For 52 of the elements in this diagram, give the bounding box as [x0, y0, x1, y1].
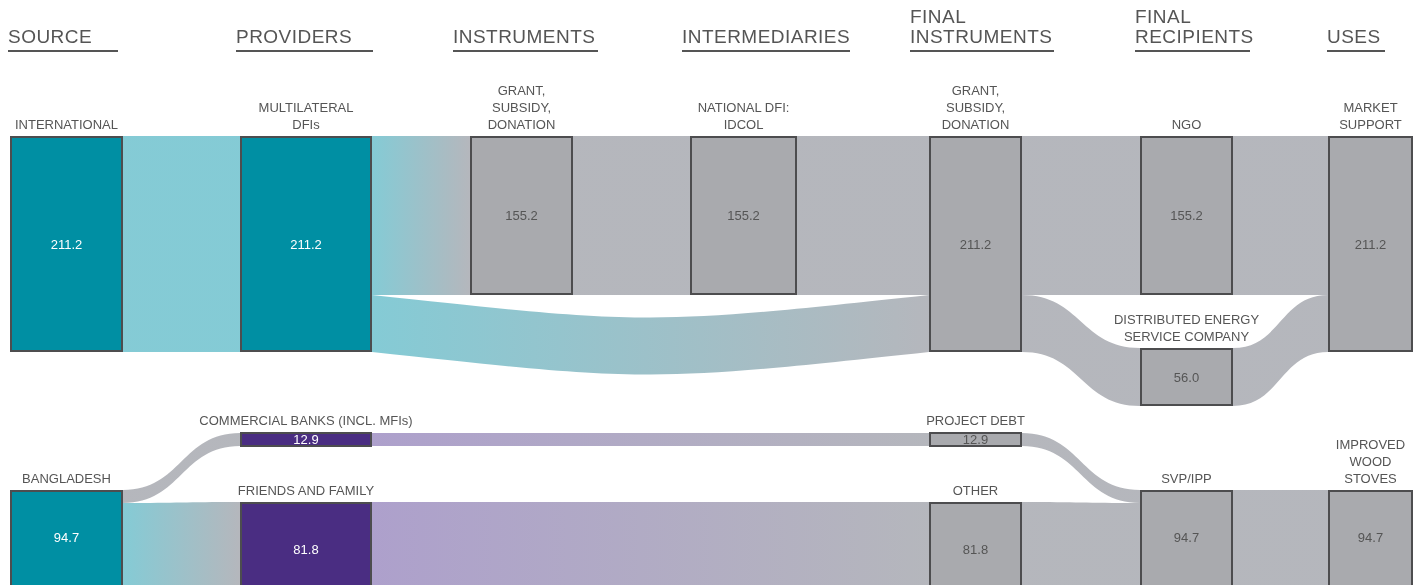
node-value: 211.2: [1354, 237, 1387, 251]
flow-band: [372, 295, 929, 375]
column-heading: SOURCE: [8, 27, 118, 52]
column-heading: INTERMEDIARIES: [682, 27, 850, 52]
node-value: 56.0: [1173, 370, 1200, 384]
flow-band: [123, 433, 240, 503]
flow-band: [1233, 136, 1328, 295]
node-label: INTERNATIONAL: [13, 116, 120, 133]
node-label: FRIENDS AND FAMILY: [236, 482, 376, 499]
node-label: IMPROVED WOOD STOVES: [1334, 436, 1407, 487]
column-heading: USES: [1327, 27, 1385, 52]
column-heading: INSTRUMENTS: [453, 27, 598, 52]
flow-band: [1022, 295, 1140, 406]
node-label: NGO: [1170, 116, 1203, 133]
node-label: MULTILATERAL DFIs: [257, 99, 355, 133]
column-heading: PROVIDERS: [236, 27, 373, 52]
node-label: SVP/IPP: [1160, 470, 1213, 487]
node-value: 155.2: [505, 209, 538, 222]
flow-band: [1233, 490, 1328, 585]
node-label: MARKET SUPPORT: [1338, 99, 1403, 133]
column-heading: FINAL INSTRUMENTS: [910, 7, 1054, 52]
node-value: 12.9: [293, 433, 319, 446]
node-value: 12.9: [962, 433, 989, 446]
node-label: GRANT, SUBSIDY, DONATION: [940, 82, 1011, 133]
node-label: OTHER: [951, 482, 1000, 499]
node-value: 211.2: [50, 237, 83, 251]
node-value: 81.8: [962, 543, 989, 556]
node-value: 155.2: [727, 209, 760, 222]
flow-band: [123, 502, 240, 585]
flow-band: [123, 136, 240, 352]
flow-band: [372, 136, 470, 295]
flow-band: [1022, 433, 1140, 503]
node-value: 94.7: [1173, 531, 1200, 544]
node-label: GRANT, SUBSIDY, DONATION: [486, 82, 557, 133]
node-label: BANGLADESH: [21, 470, 112, 487]
node-value: 94.7: [1357, 531, 1384, 544]
flow-band: [573, 136, 690, 295]
node-value: 155.2: [1170, 209, 1203, 222]
flow-band: [1022, 136, 1140, 295]
flow-band: [372, 433, 929, 446]
node-value: 81.8: [293, 543, 319, 556]
node-label: NATIONAL DFI: IDCOL: [696, 99, 791, 133]
node-label: COMMERCIAL BANKS (INCL. MFIs): [198, 412, 414, 429]
node-label: PROJECT DEBT: [925, 412, 1026, 429]
flow-band: [372, 502, 929, 585]
node-value: 211.2: [290, 237, 322, 251]
node-label: DISTRIBUTED ENERGY SERVICE COMPANY: [1112, 311, 1261, 345]
node-value: 94.7: [53, 531, 80, 544]
flow-band: [1022, 502, 1140, 585]
flow-band: [1233, 295, 1328, 406]
node-value: 211.2: [959, 237, 992, 251]
flow-band: [797, 136, 929, 295]
